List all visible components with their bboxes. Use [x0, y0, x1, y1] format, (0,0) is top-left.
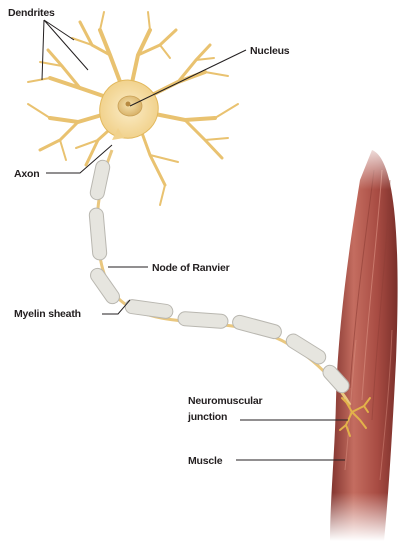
label-myelin-sheath: Myelin sheath [14, 308, 81, 320]
label-axon: Axon [14, 168, 39, 180]
label-nucleus: Nucleus [250, 45, 290, 57]
muscle [320, 140, 400, 541]
label-dendrites: Dendrites [8, 7, 55, 19]
myelin-sheath [88, 159, 352, 396]
label-node-of-ranvier: Node of Ranvier [152, 262, 230, 274]
leader-lines [42, 20, 348, 460]
nucleus-leader [130, 50, 246, 106]
label-neuromuscular-junction-line2: junction [187, 411, 227, 423]
label-neuromuscular-junction-line1: Neuromuscular [188, 395, 263, 407]
axon [97, 150, 350, 405]
label-muscle: Muscle [188, 455, 223, 467]
